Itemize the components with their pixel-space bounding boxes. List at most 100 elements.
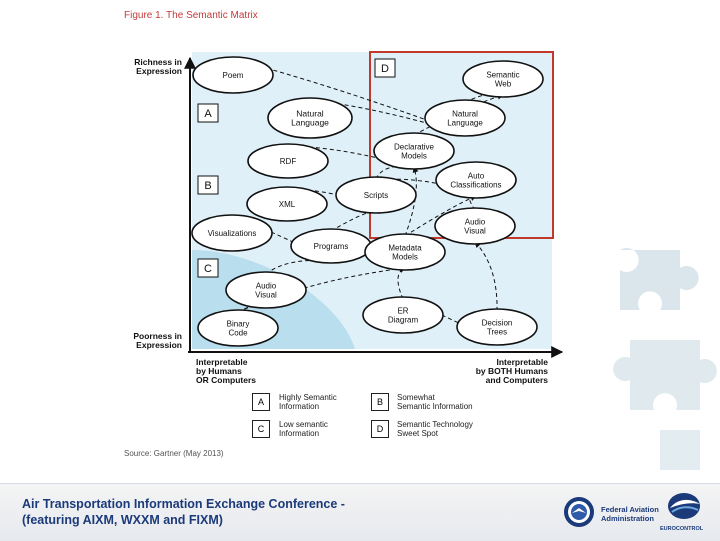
node-programs: Programs	[290, 228, 372, 264]
node-label: Web	[495, 80, 512, 89]
zone-boxes: A B C D	[197, 58, 396, 278]
faa-name: Federal Aviation Administration	[601, 505, 659, 523]
node-ellipse	[225, 271, 307, 309]
zone-box-a	[197, 103, 219, 123]
node-label: Programs	[314, 242, 349, 251]
node-xml: XML	[246, 186, 328, 222]
node-label: Models	[401, 152, 427, 161]
figure-title: Figure 1. The Semantic Matrix	[124, 10, 258, 21]
node-label: Language	[447, 119, 483, 128]
zone-label-c: C	[204, 263, 212, 275]
node-label: Declarative	[394, 143, 435, 152]
node-ellipse	[435, 161, 517, 199]
zone-box-b	[197, 175, 219, 195]
eurocontrol-name: EUROCONTROL	[660, 526, 704, 532]
node-scripts: Scripts	[335, 176, 417, 214]
node-label: Decision	[482, 319, 513, 328]
connection-arrow	[404, 195, 477, 237]
zone-label-d: D	[381, 63, 389, 75]
eurocontrol-logo-icon	[668, 493, 700, 519]
legend-key-c: C	[252, 420, 270, 438]
node-rdf: RDF	[247, 143, 329, 179]
x-axis-right-label: Interpretable by BOTH Humans and Compute…	[475, 357, 548, 385]
legend-key-d: D	[371, 420, 389, 438]
footer-bar	[0, 483, 720, 541]
node-label: XML	[279, 200, 296, 209]
node-label: Poem	[223, 71, 244, 80]
node-label: Semantic	[486, 71, 519, 80]
zone-box-d	[374, 58, 396, 78]
conference-title: Air Transportation Information Exchange …	[22, 497, 345, 527]
node-label: Language	[291, 118, 329, 128]
legend-key-b: B	[371, 393, 389, 411]
y-axis-bottom-label: Poorness in Expression	[133, 331, 182, 350]
node-label: Auto	[468, 172, 485, 181]
legend-label-d: Semantic Technology Sweet Spot	[397, 420, 473, 438]
node-ellipse	[373, 132, 455, 170]
legend-label-b: Somewhat Semantic Information	[397, 393, 473, 411]
node-label: Code	[228, 329, 248, 338]
node-label: Diagram	[388, 316, 419, 325]
node-ellipse	[362, 296, 444, 334]
zone-label-a: A	[204, 108, 212, 120]
connection-arrow	[397, 267, 406, 300]
legend-label-a: Highly Semantic Information	[279, 393, 337, 411]
node-ellipse	[197, 309, 279, 347]
node-label: Binary	[227, 320, 250, 329]
zone-box-c	[197, 258, 219, 278]
connection-arrow	[265, 257, 332, 275]
node-visualizations: Visualizations	[191, 214, 273, 252]
node-label: RDF	[280, 157, 297, 166]
node-ellipse	[247, 143, 329, 179]
legend-key-a: A	[252, 393, 270, 411]
node-ellipse	[434, 207, 516, 245]
node-ellipse	[456, 308, 538, 346]
node-label: Visual	[464, 227, 486, 236]
concept-nodes: PoemNaturalLanguageRDFXMLVisualizationsP…	[191, 56, 544, 347]
node-ellipse	[246, 186, 328, 222]
connection-arrow	[404, 166, 419, 237]
node-poem: Poem	[192, 56, 274, 94]
y-axis-top-label: Richness in Expression	[134, 57, 182, 76]
node-ellipse	[424, 99, 506, 137]
node-label: Visualizations	[208, 229, 257, 238]
connection-arrow	[287, 145, 415, 169]
node-label: Trees	[487, 328, 507, 337]
node-ellipse	[335, 176, 417, 214]
node-ellipse	[462, 60, 544, 98]
node-label: Scripts	[364, 191, 388, 200]
zone-label-b: B	[204, 180, 211, 192]
node-label: Models	[392, 253, 418, 262]
node-label: Audio	[256, 282, 277, 291]
node-ellipse	[267, 97, 353, 139]
node-label: Natural	[452, 110, 478, 119]
node-label: Audio	[465, 218, 486, 227]
source-note: Source: Gartner (May 2013)	[124, 449, 224, 458]
node-label: Metadata	[388, 244, 422, 253]
node-label: Classifications	[450, 181, 501, 190]
legend-label-c: Low semantic Information	[279, 420, 328, 438]
node-label: Visual	[255, 291, 277, 300]
node-ellipse	[191, 214, 273, 252]
faa-seal-icon	[564, 497, 594, 527]
x-axis-left-label: Interpretable by Humans OR Computers	[196, 357, 256, 385]
node-ellipse	[364, 233, 446, 271]
node-ellipse	[192, 56, 274, 94]
node-label: ER	[397, 307, 408, 316]
node-label: Natural	[296, 109, 324, 119]
connection-arrow	[474, 241, 498, 312]
puzzle-decoration-icon	[613, 248, 717, 470]
